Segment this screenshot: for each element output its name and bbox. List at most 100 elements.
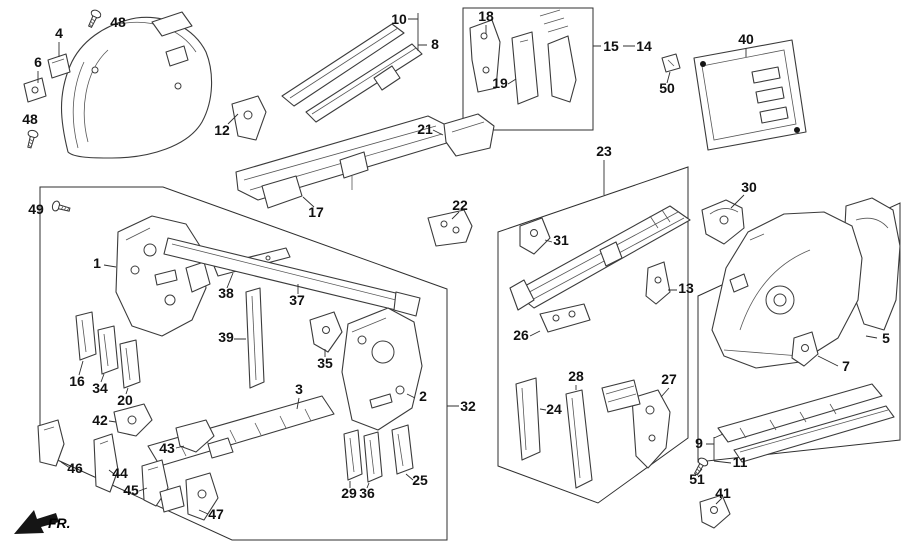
group-box-18-19 [462, 7, 594, 131]
part-label-50: 50 [659, 80, 675, 96]
part-label-48-b: 48 [22, 111, 38, 127]
part-label-48-a: 48 [110, 14, 126, 30]
part-drawing-18 [469, 19, 501, 93]
fr-indicator: FR. [14, 510, 71, 534]
part-label-18: 18 [478, 8, 494, 24]
group-box-23 [497, 166, 689, 504]
part-label-27: 27 [661, 371, 677, 387]
part-drawing-37 [163, 237, 421, 317]
part-label-37: 37 [289, 292, 305, 308]
part-label-28: 28 [568, 368, 584, 384]
part-label-14: 14 [636, 38, 652, 54]
fr-arrow-icon [14, 510, 59, 534]
part-label-49: 49 [28, 201, 44, 217]
part-label-41: 41 [715, 485, 731, 501]
bolt-49-icon [50, 199, 72, 215]
part-drawing-36 [363, 431, 383, 483]
part-label-46: 46 [67, 460, 83, 476]
part-label-10: 10 [391, 11, 407, 27]
part-label-35: 35 [317, 355, 333, 371]
part-drawing-6-clip [23, 77, 47, 103]
part-drawing-31 [519, 217, 551, 255]
part-label-7: 7 [842, 358, 850, 374]
part-drawing-46 [37, 419, 65, 467]
part-label-11: 11 [733, 454, 748, 470]
part-label-34: 34 [92, 380, 108, 396]
part-drawing-3 [147, 395, 335, 467]
part-drawing-42 [113, 403, 153, 437]
part-label-5: 5 [882, 330, 890, 346]
part-label-17: 17 [308, 204, 324, 220]
part-label-15: 15 [603, 38, 619, 54]
part-drawing-39 [245, 287, 265, 389]
group-box-side-panel [697, 202, 901, 463]
part-drawing-25 [391, 424, 414, 475]
part-drawing-side-member [509, 205, 691, 311]
part-drawing-side-panel [711, 211, 863, 369]
part-label-24: 24 [546, 401, 562, 417]
part-drawing-30 [701, 199, 745, 245]
part-drawing-47 [159, 472, 219, 521]
part-drawing-21 [443, 113, 495, 157]
part-drawing-20 [119, 339, 141, 389]
part-label-19: 19 [492, 75, 508, 91]
part-label-29: 29 [341, 485, 357, 501]
part-label-40: 40 [738, 31, 754, 47]
part-label-9: 9 [695, 435, 703, 451]
part-drawing-22 [427, 209, 473, 247]
bolt-48-top-icon [85, 8, 103, 30]
part-drawing-40 [693, 39, 807, 151]
part-label-22: 22 [452, 197, 468, 213]
part-label-6: 6 [34, 54, 42, 70]
part-label-23: 23 [596, 143, 612, 159]
part-drawing-28 [565, 389, 593, 489]
leader-lines [37, 13, 878, 515]
part-drawing-43 [175, 419, 234, 459]
part-drawing-splash-shield [60, 11, 213, 159]
part-drawing-10-rail [281, 23, 405, 107]
part-labels: 48 4 6 48 10 8 18 15 14 19 40 50 12 21 2… [22, 8, 890, 522]
part-drawing-19 [511, 9, 577, 105]
part-drawing-35 [309, 311, 343, 353]
part-drawing-26 [539, 303, 591, 333]
part-label-8: 8 [431, 36, 439, 52]
part-label-38: 38 [218, 285, 234, 301]
part-label-26: 26 [513, 327, 529, 343]
part-drawing-12 [231, 95, 267, 141]
part-label-32: 32 [460, 398, 476, 414]
part-drawing-13 [645, 261, 671, 305]
part-drawing-1 [115, 215, 211, 337]
part-label-16: 16 [69, 373, 85, 389]
part-drawing-8-rail [305, 43, 423, 123]
part-label-30: 30 [741, 179, 757, 195]
part-label-3: 3 [295, 381, 303, 397]
part-label-21: 21 [417, 121, 433, 137]
part-label-42: 42 [92, 412, 108, 428]
part-label-51: 51 [689, 471, 705, 487]
part-drawing-27 [601, 379, 671, 469]
part-drawing-24 [515, 377, 541, 461]
part-drawing-16 [75, 311, 97, 361]
part-label-36: 36 [359, 485, 375, 501]
part-label-12: 12 [214, 122, 230, 138]
fr-label: FR. [48, 515, 71, 531]
part-drawing-41 [699, 494, 731, 529]
part-drawings [23, 8, 901, 529]
part-drawing-44 [93, 433, 119, 493]
part-drawing-29 [343, 429, 363, 481]
part-drawing-2 [341, 307, 423, 431]
part-label-43: 43 [159, 440, 175, 456]
part-label-20: 20 [117, 392, 133, 408]
part-label-39: 39 [218, 329, 234, 345]
part-drawing-50 [661, 53, 681, 73]
part-label-47: 47 [208, 506, 224, 522]
part-drawing-4-bracket [47, 53, 71, 79]
part-label-45: 45 [123, 482, 139, 498]
bolt-48-left-icon [24, 128, 40, 150]
part-label-44: 44 [112, 465, 128, 481]
part-label-4: 4 [55, 25, 63, 41]
part-drawing-34 [97, 325, 119, 375]
part-label-1: 1 [93, 255, 101, 271]
